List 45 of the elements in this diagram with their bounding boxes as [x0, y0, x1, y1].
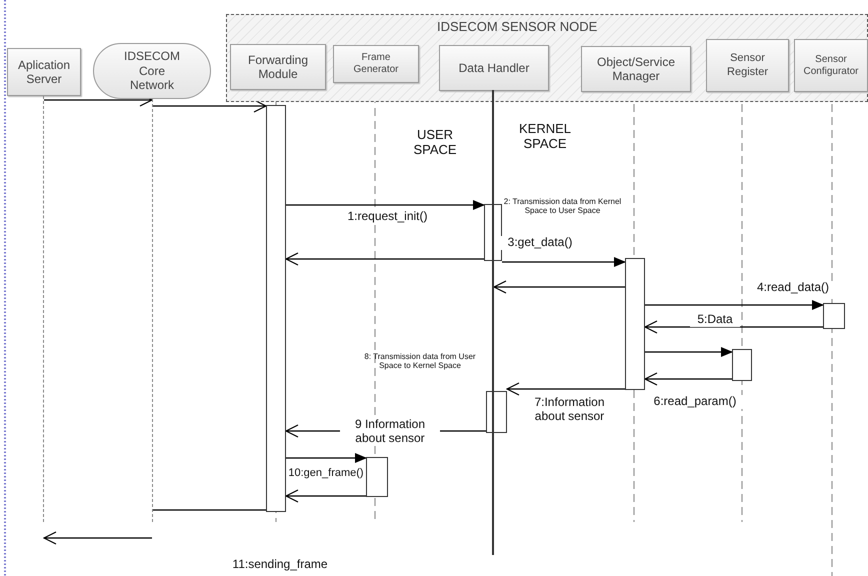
message-arrow [285, 252, 484, 266]
activation-bar [732, 349, 752, 381]
edge-label: 5:Data [690, 313, 740, 327]
lifeline [43, 96, 44, 522]
participant-box [439, 45, 549, 91]
message-arrow [502, 257, 626, 267]
participant-name: Sensor Configurator [803, 54, 859, 78]
message-arrow [644, 320, 823, 334]
message-arrow [506, 382, 625, 396]
message-arrow [286, 200, 485, 210]
participant-name: IDSECOM Core Network [124, 49, 180, 93]
participant-box [581, 46, 691, 92]
system-boundary [226, 14, 868, 102]
participant-name: Forwarding Module [246, 52, 310, 82]
participant-name: Aplication Server [16, 58, 72, 86]
note-text: 8: Transmission data from User Space to Kernel Space [363, 352, 477, 370]
participant-name: Sensor Register [726, 52, 769, 79]
message-arrow [645, 300, 824, 310]
region-label: USER SPACE [412, 128, 458, 158]
participant-box [230, 44, 326, 90]
participant-box [794, 39, 868, 92]
message-arrow [493, 280, 625, 294]
participant-name: Frame Generator [352, 52, 400, 76]
lifeline [152, 99, 153, 522]
lifeline [492, 90, 494, 555]
message-arrow [644, 372, 732, 386]
participant-box [333, 45, 419, 83]
participant-name: Object/Service Manager [596, 54, 676, 84]
activation-bar [486, 391, 507, 433]
message-arrow [286, 453, 367, 463]
note-text: 2: Transmission data from Kernel Space to User Space [502, 197, 622, 216]
activation-bar [266, 105, 286, 512]
message-arrow [645, 347, 733, 357]
message-arrow [43, 531, 152, 545]
participant-box [706, 39, 789, 92]
region-label: 11:sending_frame [231, 558, 329, 572]
edge-label: 10:gen_frame() [288, 467, 364, 480]
message-arrow [285, 489, 366, 503]
participant-box [7, 48, 81, 96]
activation-bar [625, 258, 645, 390]
participant-name: Data Handler [458, 60, 530, 76]
region-label: KERNEL SPACE [518, 122, 572, 152]
activation-bar [823, 303, 845, 329]
activation-bar [366, 457, 388, 497]
boundary-title: IDSECOM SENSOR NODE [437, 19, 598, 34]
